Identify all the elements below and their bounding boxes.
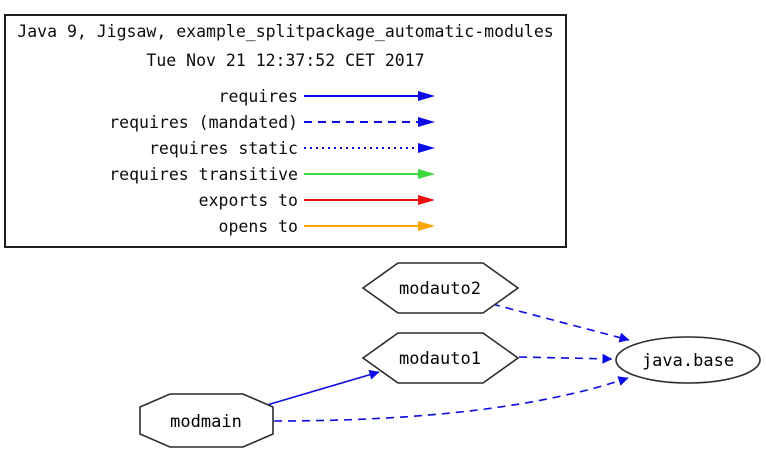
legend-label: opens to (218, 216, 298, 236)
exports-to-arrow-icon (304, 195, 435, 205)
module-dependency-graph: modauto2 modauto1 modmain java.base (139, 262, 761, 448)
requires-static-arrow-icon (304, 143, 435, 153)
node-label: modmain (170, 412, 242, 432)
edge-modauto2-javabase (491, 303, 630, 343)
legend-label: requires (mandated) (109, 112, 298, 132)
node-javabase: java.base (615, 336, 761, 384)
graph-title: Java 9, Jigsaw, example_splitpackage_aut… (17, 22, 554, 41)
arrow-head-icon (418, 91, 435, 101)
arrow-head-icon (418, 117, 435, 127)
requires-mandated-arrow-icon (304, 117, 435, 127)
legend-row-requires-static: requires static (6, 135, 565, 161)
legend-row-requires-transitive: requires transitive (6, 161, 565, 187)
legend-box: Java 9, Jigsaw, example_splitpackage_aut… (4, 14, 567, 248)
node-modauto1: modauto1 (361, 332, 520, 384)
legend-row-requires: requires (6, 83, 565, 109)
node-label: java.base (642, 351, 734, 371)
opens-to-arrow-icon (304, 221, 435, 231)
arrow-head-icon (418, 169, 435, 179)
node-modmain: modmain (139, 393, 274, 448)
legend-label: requires (218, 86, 298, 106)
legend-label: exports to (198, 190, 298, 210)
octagon-shape (139, 393, 274, 448)
legend-label: requires transitive (109, 164, 298, 184)
hexagon-shape (361, 332, 520, 384)
graph-timestamp: Tue Nov 21 12:37:52 CET 2017 (146, 51, 425, 70)
requires-arrow-icon (304, 91, 435, 101)
arrow-head-icon (418, 143, 435, 153)
legend-rows: requires requires (mandated) requires st… (6, 83, 565, 239)
arrow-head-icon (418, 195, 435, 205)
node-modauto2: modauto2 (361, 262, 520, 314)
ellipse-shape (615, 336, 761, 384)
edge-modauto1-javabase (518, 353, 613, 364)
requires-transitive-arrow-icon (304, 169, 435, 179)
legend-label: requires static (148, 138, 298, 158)
node-label: modauto2 (399, 279, 481, 299)
legend-row-opens-to: opens to (6, 213, 565, 239)
arrow-head-icon (418, 221, 435, 231)
hexagon-shape (361, 262, 520, 314)
legend-row-requires-mandated: requires (mandated) (6, 109, 565, 135)
legend-row-exports-to: exports to (6, 187, 565, 213)
node-label: modauto1 (399, 349, 481, 369)
edge-modmain-javabase (273, 376, 629, 422)
edge-modmain-modauto1 (266, 369, 380, 406)
